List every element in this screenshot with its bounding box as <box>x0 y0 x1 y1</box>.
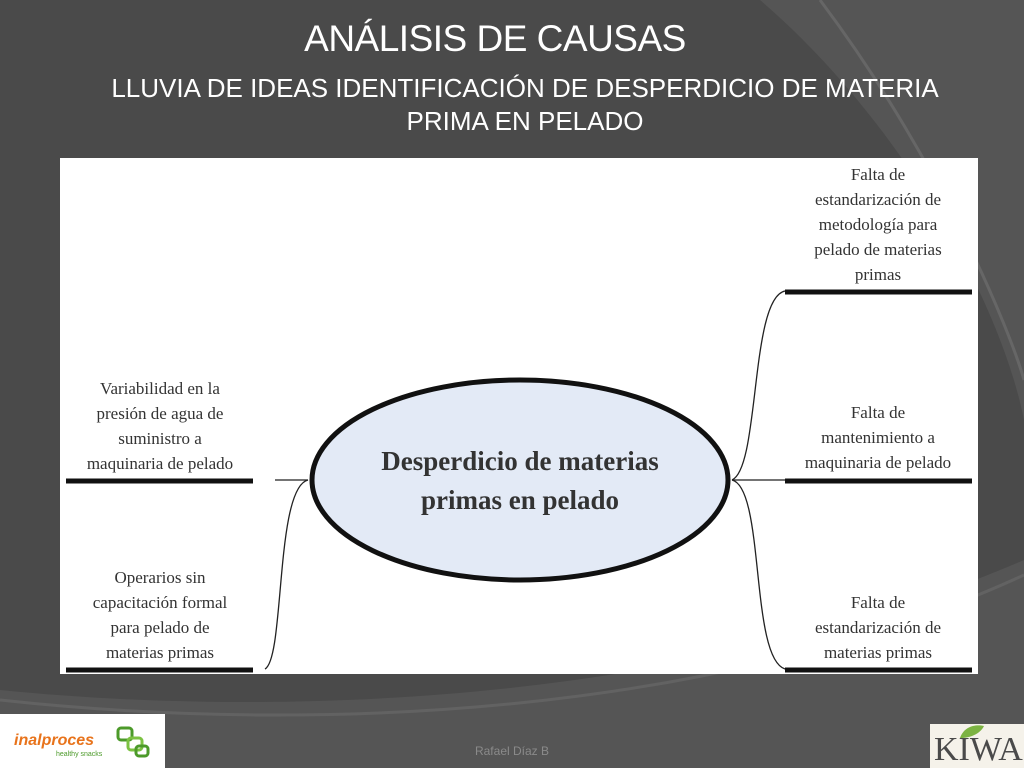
cause-right-middle: Falta de mantenimiento a maquinaria de p… <box>804 403 952 472</box>
inalproces-logo: inalproces healthy snacks <box>0 714 165 768</box>
kiwa-logo: KIWA <box>930 724 1024 768</box>
cause-diagram: Desperdicio de materias primas en pelado… <box>60 158 978 674</box>
cause-left-top: Variabilidad en la presión de agua de su… <box>86 379 234 473</box>
central-topic: Desperdicio de materias primas en pelado <box>381 446 659 515</box>
inalproces-leaf-icon <box>116 726 150 758</box>
diagram-connectors <box>66 289 972 673</box>
cause-right-top: Falta de estandarización de metodología … <box>814 165 942 284</box>
slide-footer: Rafael Díaz B <box>474 744 550 758</box>
kiwa-leaf-icon <box>960 725 984 738</box>
inalproces-logo-tagline: healthy snacks <box>56 751 103 758</box>
branch-left-bottom <box>264 479 309 670</box>
central-ellipse <box>309 377 731 583</box>
branch-right-top <box>731 290 786 481</box>
cause-right-bottom: Falta de estandarización de materias pri… <box>814 593 941 662</box>
kiwa-logo-text: KIWA <box>934 731 1023 768</box>
cause-left-bottom: Operarios sin capacitación formal para p… <box>92 568 228 662</box>
slide-title: ANÁLISIS DE CAUSAS <box>304 18 686 59</box>
branch-right-bottom <box>731 479 786 670</box>
subtitle-line-1: LLUVIA DE IDEAS IDENTIFICACIÓN DE DESPER… <box>111 73 939 103</box>
slide-subtitle: LLUVIA DE IDEAS IDENTIFICACIÓN DE DESPER… <box>40 72 1010 138</box>
inalproces-logo-text: inalproces <box>14 732 95 749</box>
subtitle-line-2: PRIMA EN PELADO <box>406 106 644 136</box>
